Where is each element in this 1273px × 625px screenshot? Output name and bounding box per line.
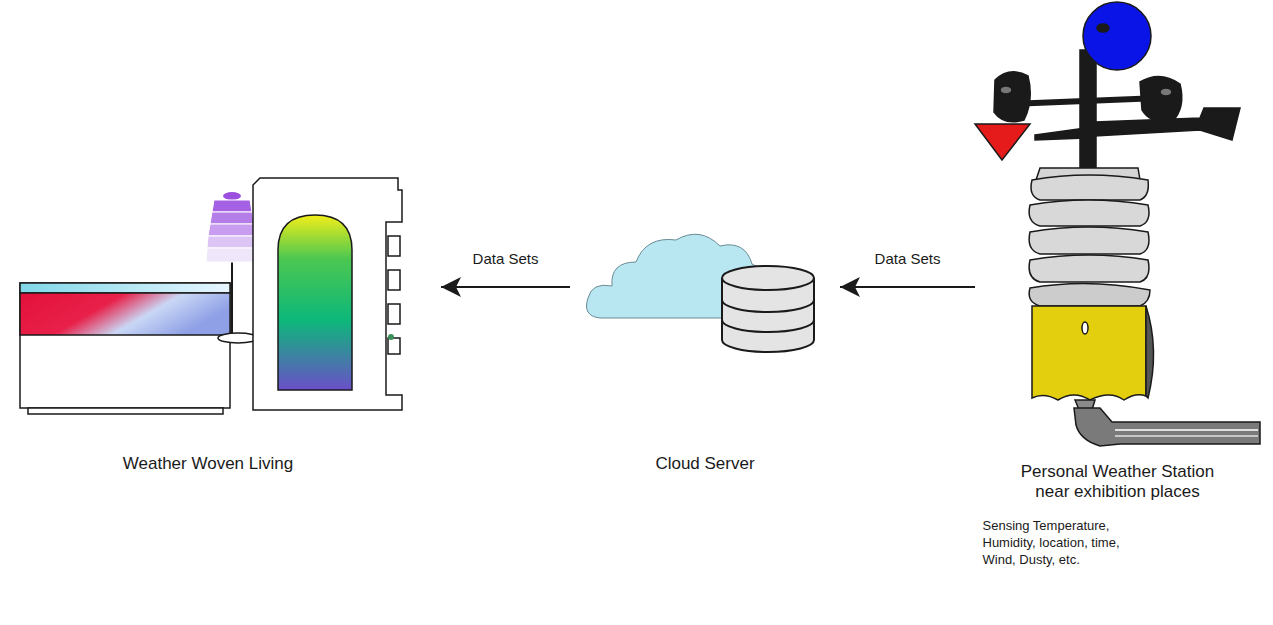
illustration-node: Personal Weather Station near exhibition… xyxy=(975,0,1268,575)
cloud-server xyxy=(587,234,815,352)
station-caption: Personal Weather Station near exhibition… xyxy=(1010,462,1225,503)
server-caption: Cloud Server xyxy=(580,454,830,474)
illustration-node: Weather Woven Living xyxy=(10,170,441,480)
data-arrow xyxy=(441,286,570,288)
sensor-note: Sensing Temperature, Humidity, location,… xyxy=(983,518,1143,569)
illustration-node: Cloud Server xyxy=(570,200,840,480)
lamp xyxy=(206,192,258,343)
display-panel xyxy=(253,178,402,410)
living-caption: Weather Woven Living xyxy=(18,454,398,474)
cabinet xyxy=(20,283,230,414)
weather-station xyxy=(975,2,1260,446)
data-arrow xyxy=(840,286,975,288)
edge-label: Data Sets xyxy=(470,250,542,267)
edge-label: Data Sets xyxy=(872,250,944,267)
